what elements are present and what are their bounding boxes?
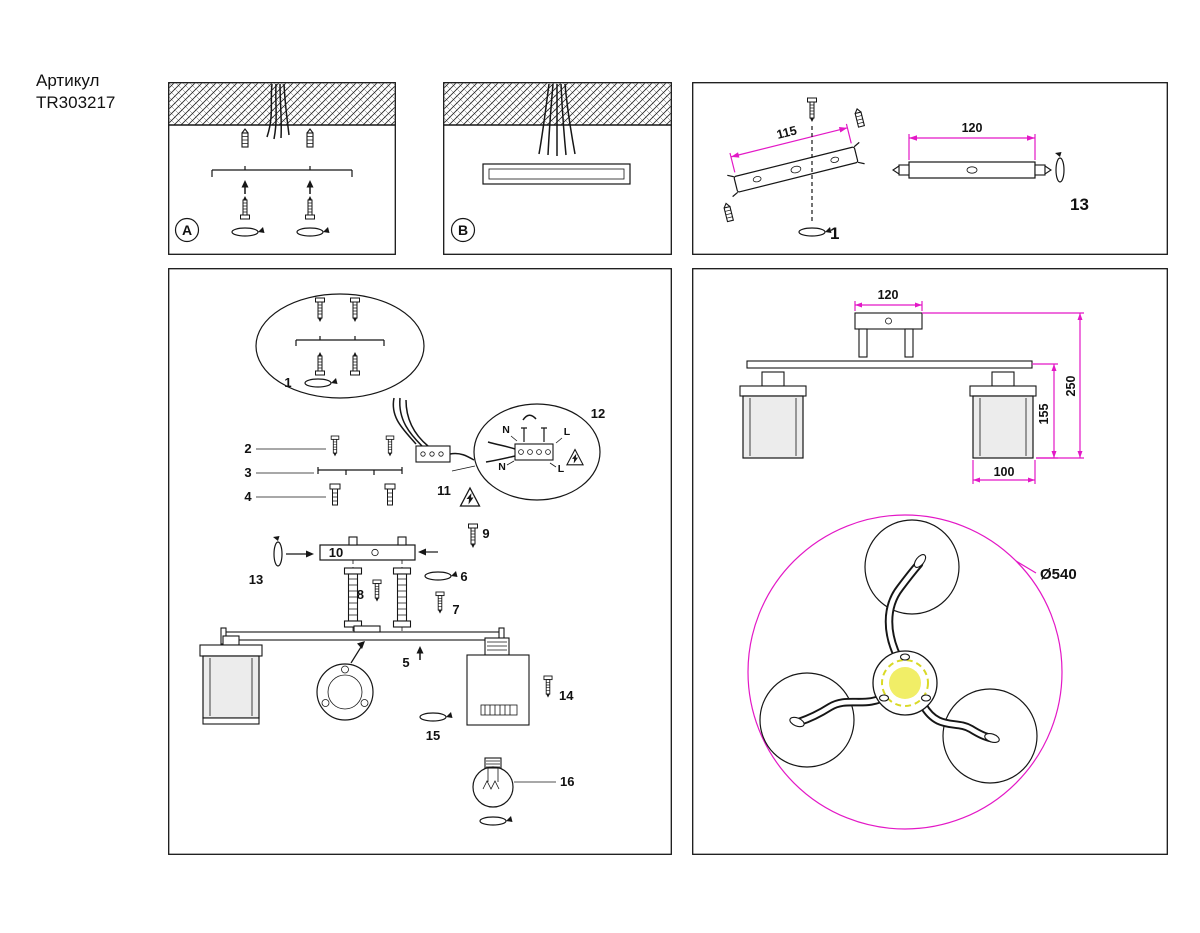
part-2-row: 2 <box>244 435 395 457</box>
screw-icon <box>435 591 445 615</box>
option-b-badge: B <box>450 217 476 243</box>
rotate-arrow-icon <box>304 377 339 388</box>
part-5-label: 5 <box>402 655 409 670</box>
screw-icon <box>468 523 478 549</box>
dim-155-label: 155 <box>1037 404 1051 425</box>
dim-120-label: 120 <box>878 288 899 302</box>
part-7-label: 7 <box>452 602 459 617</box>
part-3-label: 3 <box>244 465 251 480</box>
mounting-bracket: 115 <box>722 107 865 223</box>
fixture-top-view: Ø540 <box>747 514 1077 830</box>
part-16-label: 16 <box>560 774 574 789</box>
diameter-circle <box>747 514 1063 830</box>
dimension-100: 100 <box>972 460 1036 484</box>
ceiling-wires <box>538 83 576 156</box>
anchor-screw-step: 1 <box>798 97 839 243</box>
panel-bracket-detail: 115 1 120 13 <box>692 82 1168 255</box>
step-13-label: 13 <box>1070 195 1089 214</box>
part-12-label: 12 <box>591 406 605 421</box>
mount-plate-side <box>482 163 631 185</box>
mounting-bar: 13 10 9 <box>249 523 490 587</box>
dimension-120-rod: 120 <box>908 121 1036 160</box>
panel-mount-option-b: B <box>443 82 672 255</box>
article-number: TR303217 <box>36 93 116 112</box>
wire-l-label: L <box>558 463 565 475</box>
part-15-label: 15 <box>426 728 440 743</box>
panel-mount-option-a: A <box>168 82 396 255</box>
part-4-row: 4 <box>244 483 396 506</box>
wire-n-label: N <box>498 461 506 473</box>
warning-triangle-icon <box>566 448 584 466</box>
ceiling-plate <box>316 663 374 721</box>
lamp-shade <box>199 635 263 725</box>
rotate-arrow-icon <box>1054 151 1065 183</box>
screw-icon <box>240 179 315 220</box>
part-6-label: 6 <box>460 569 467 584</box>
rotate-arrow-icon <box>798 226 833 237</box>
wall-anchor-icon <box>241 128 314 148</box>
part-14-label: 14 <box>559 688 574 703</box>
part-3-row: 3 <box>244 465 403 480</box>
step1-detail-bubble: 1 <box>255 293 425 399</box>
option-b-letter: B <box>458 222 468 238</box>
dimension-120: 120 <box>854 288 923 311</box>
rotate-arrow-icon <box>419 711 454 722</box>
wire-n-label: N <box>502 424 510 436</box>
screw-icon <box>372 579 382 603</box>
rotate-arrow-icon <box>231 226 331 237</box>
dimension-115: 115 <box>729 123 852 173</box>
wall-anchor-icon <box>722 202 734 223</box>
dimension-155: 155 <box>1032 363 1058 459</box>
part-13-label: 13 <box>249 572 263 587</box>
step-1-label: 1 <box>830 224 839 243</box>
option-a-letter: A <box>182 222 192 238</box>
socket-housing: 15 14 <box>419 637 574 743</box>
arm-bar: 5 <box>220 625 505 670</box>
dim-250-label: 250 <box>1064 376 1078 397</box>
diameter-label: Ø540 <box>1040 566 1077 583</box>
part-9-label: 9 <box>482 526 489 541</box>
center-hub <box>872 650 938 716</box>
ceiling-hatch <box>169 83 395 126</box>
rotate-arrow-icon <box>479 815 514 826</box>
lamp-shade <box>739 385 807 459</box>
ceiling-wires <box>266 83 290 140</box>
part-2-label: 2 <box>244 441 251 456</box>
dim-120-rod-label: 120 <box>962 121 983 135</box>
wall-anchor-icon <box>853 107 865 128</box>
warning-triangle-icon <box>459 487 481 507</box>
option-a-badge: A <box>174 217 200 243</box>
fixture-front-view: 120 155 250 100 <box>739 288 1084 484</box>
cross-rod: 120 13 <box>892 121 1089 214</box>
arrow-up-icon <box>415 645 425 661</box>
part-1-label: 1 <box>284 375 291 390</box>
fixture-arms <box>789 554 1000 744</box>
dim-100-label: 100 <box>994 465 1015 479</box>
rotate-arrow-icon <box>424 570 459 581</box>
lamp-shade <box>969 385 1037 459</box>
wiring-harness <box>392 397 475 463</box>
highlight-disc <box>889 667 921 699</box>
dimension-250: 250 <box>922 312 1084 459</box>
article-label: Артикул <box>36 71 100 90</box>
threaded-rods: 8 6 7 <box>343 560 468 632</box>
part-8-label: 8 <box>357 587 364 602</box>
wiring-detail-bubble: N L N L <box>451 403 601 501</box>
rotate-arrow-icon <box>272 535 283 567</box>
wire-l-label: L <box>564 426 571 438</box>
part-10-label: 10 <box>329 545 343 560</box>
part-4-label: 4 <box>244 489 252 504</box>
panel-dimensions: 120 155 250 100 <box>692 268 1168 855</box>
light-bulb-icon: 16 <box>472 757 574 826</box>
mount-bracket-side <box>211 166 353 177</box>
dim-115-label: 115 <box>775 123 798 141</box>
screw-icon <box>543 675 553 699</box>
part-11-label: 11 <box>437 483 451 498</box>
panel-exploded-view: 1 2 3 4 <box>168 268 672 855</box>
